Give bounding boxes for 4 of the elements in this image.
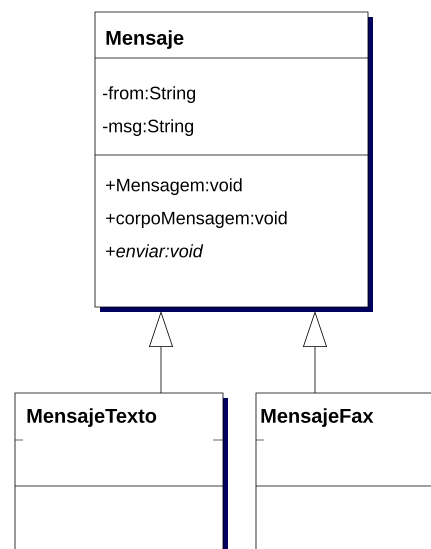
node-label: MensajeTexto: [28, 408, 156, 427]
class-box: Mensaje -from:String -msg:String +Mensagem:void +corpoMensagem:void +enviar:void: [94, 12, 373, 312]
class-box: MensajeFax: [256, 392, 431, 549]
class-box: MensajeTexto: [14, 392, 228, 549]
